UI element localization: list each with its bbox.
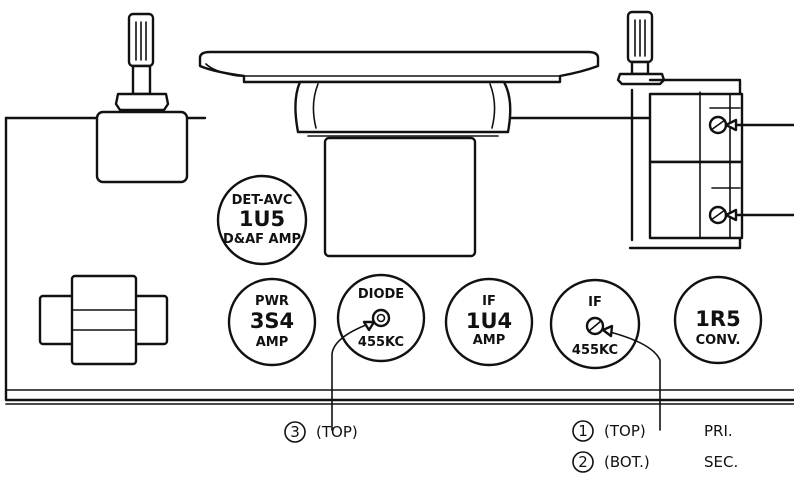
if-transformer-freq: 455KC	[572, 343, 618, 358]
callout-1-number: 1	[578, 422, 588, 440]
tube-1u5-role: D&AF AMP	[223, 232, 301, 247]
output-transformer	[38, 274, 169, 366]
tube-1u5: DET-AVC 1U5 D&AF AMP	[216, 174, 308, 266]
tube-3s4: PWR 3S4 AMP	[227, 277, 317, 367]
diode-transformer-freq: 455KC	[358, 335, 404, 350]
callout-3-text: (TOP)	[316, 423, 358, 441]
callout-2-text: (BOT.)	[604, 453, 650, 471]
tube-1u4-function: IF	[482, 294, 496, 309]
diode-transformer-label: DIODE	[358, 287, 404, 302]
tube-1r5: 1R5 CONV.	[673, 275, 763, 365]
speaker	[198, 50, 600, 258]
callout-leaders	[331, 320, 661, 431]
tube-1u4-type: 1U4	[466, 309, 512, 333]
tube-3s4-type: 3S4	[250, 309, 294, 333]
volume-control-shaft	[95, 12, 189, 184]
tuning-control-shaft	[616, 10, 666, 86]
callout-1: 1 (TOP) PRI.	[572, 420, 733, 442]
callout-1-winding: PRI.	[704, 422, 733, 440]
tube-1r5-type: 1R5	[695, 307, 740, 331]
chassis-outline	[4, 116, 794, 405]
callout-1-text: (TOP)	[604, 422, 646, 440]
tube-1u4: IF 1U4 AMP	[444, 277, 534, 367]
tube-1r5-role: CONV.	[696, 333, 741, 348]
variable-capacitor	[628, 78, 794, 250]
tube-3s4-function: PWR	[255, 294, 289, 309]
tube-1u5-type: 1U5	[239, 207, 285, 231]
callout-2-number: 2	[578, 453, 588, 471]
tube-1u4-role: AMP	[473, 333, 506, 348]
tube-3s4-role: AMP	[256, 335, 289, 350]
if-transformer: IF 455KC	[549, 278, 641, 370]
callout-2-winding: SEC.	[704, 453, 738, 471]
callout-3-number: 3	[290, 423, 300, 441]
tube-1u5-function: DET-AVC	[232, 193, 293, 208]
if-transformer-label: IF	[588, 295, 602, 310]
callout-2: 2 (BOT.) SEC.	[572, 451, 738, 473]
diode-if-transformer: DIODE 455KC	[336, 273, 426, 363]
callout-3: 3 (TOP)	[284, 421, 358, 443]
